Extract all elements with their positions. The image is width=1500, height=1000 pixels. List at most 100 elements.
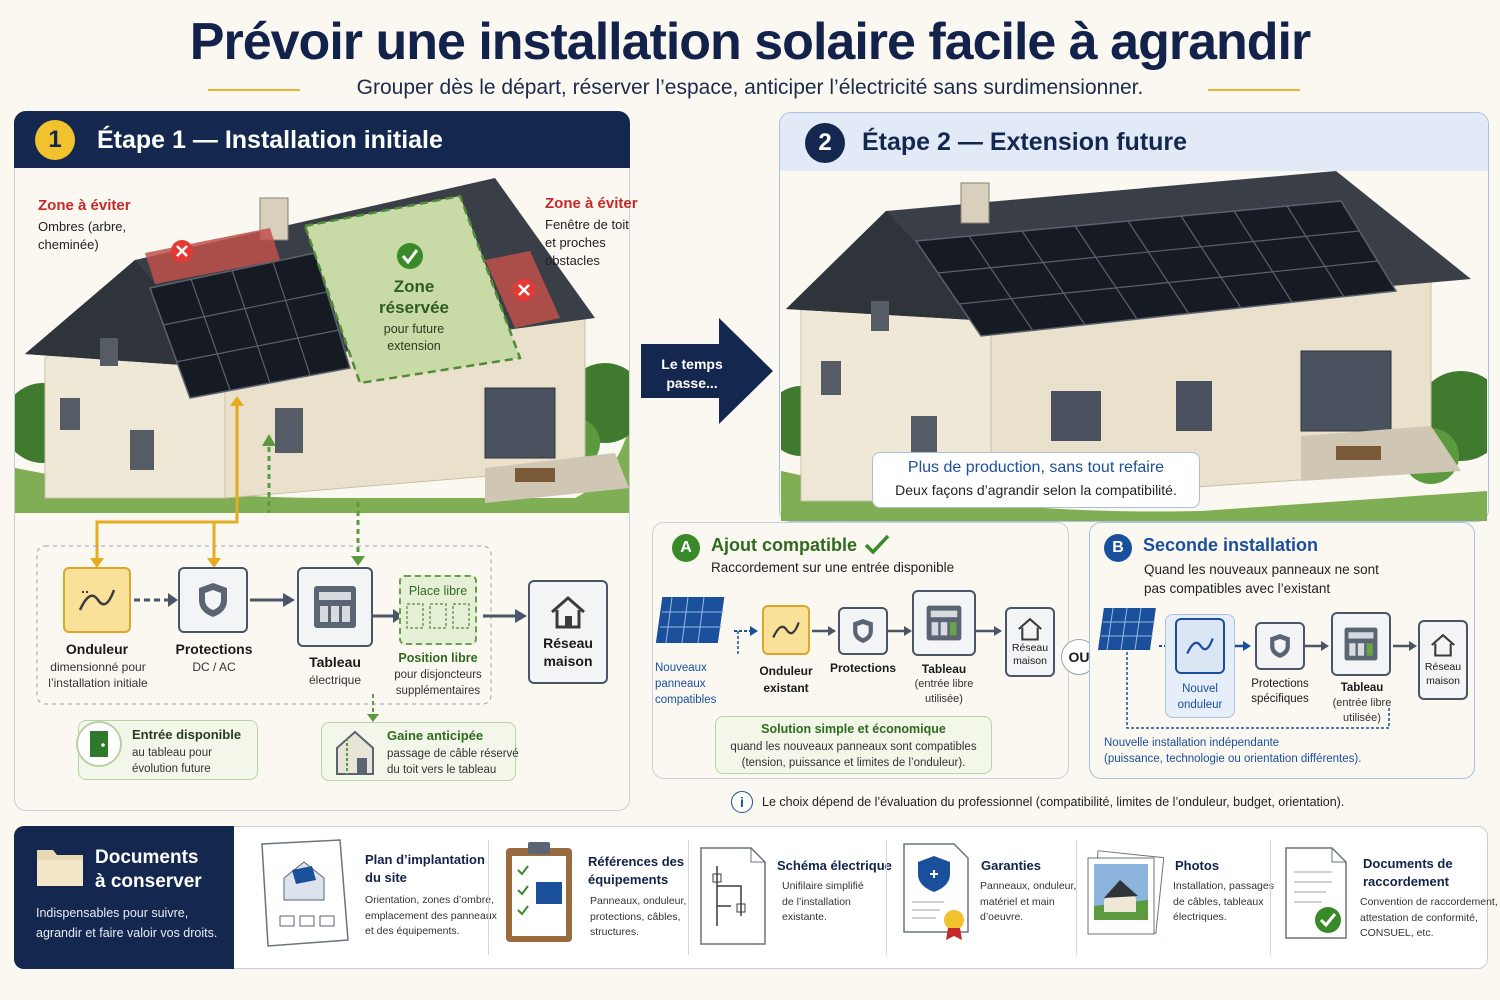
step2-callout	[872, 452, 1200, 508]
option-a-wiring	[655, 596, 1002, 655]
step2-callout-text: Deux façons d’agrandir selon la compatib…	[895, 482, 1177, 498]
zone-avoid-left-title: Zone à éviter	[38, 197, 131, 214]
check-icon	[864, 534, 890, 555]
zone-avoid-left-text: Ombres (arbre,cheminée)	[38, 219, 127, 252]
option-a-solution-text: quand les nouveaux panneaux sont compati…	[730, 741, 977, 769]
step1-number-badge: 1	[35, 120, 75, 160]
option-a-solution-title: Solution simple et économique	[761, 722, 946, 736]
empty-slots-icon	[406, 603, 470, 629]
step2-title: Étape 2 — Extension future	[862, 128, 1188, 156]
doc-separator	[488, 840, 489, 955]
house-icon	[1018, 617, 1042, 641]
inverter-icon	[1186, 638, 1214, 654]
initial-house-illustration	[15, 168, 629, 513]
doc-6-desc: Convention de raccordement,attestation d…	[1360, 896, 1498, 939]
electrical-panel-icon	[314, 586, 356, 628]
subtitle-rule-left	[208, 89, 300, 91]
doc-1-desc: Orientation, zones d’ombre,emplacement d…	[365, 894, 497, 937]
doc-5-title: Photos	[1175, 858, 1220, 873]
option-a-protections-label: Protections	[829, 661, 896, 675]
schematic-icon	[700, 847, 766, 945]
step2-callout-title: Plus de production, sans tout refaire	[907, 459, 1165, 476]
photos-icon	[1087, 850, 1164, 935]
documents-header	[14, 826, 234, 969]
reserved-zone-label: Zone réservée pour future extension	[379, 277, 449, 353]
step1-wiring	[36, 500, 527, 722]
doc-separator	[1270, 840, 1271, 955]
subtitle-rule-right	[1208, 89, 1300, 91]
connection-doc-icon	[1285, 847, 1347, 939]
folder-icon	[37, 850, 83, 886]
site-plan-icon	[261, 839, 349, 947]
option-b-note: Nouvelle installation indépendante(puiss…	[1104, 737, 1362, 765]
shield-icon	[199, 583, 227, 617]
option-b-inverter-box	[1175, 618, 1225, 674]
info-icon: i	[731, 791, 753, 813]
step1-title: Étape 1 — Installation initiale	[97, 126, 443, 154]
zone-avoid-right-title: Zone à éviter	[545, 195, 638, 212]
option-a-protections-box	[838, 607, 888, 655]
option-b-wiring	[1097, 607, 1417, 729]
place-libre-title: Position libre	[398, 651, 478, 665]
protections-desc: DC / AC	[192, 660, 236, 674]
option-a-badge: A	[672, 534, 700, 562]
info-text: Le choix dépend de l’évaluation du profe…	[762, 795, 1345, 809]
doc-separator	[886, 840, 887, 955]
tableau-label: Tableau	[309, 654, 361, 670]
house-icon	[551, 596, 585, 629]
onduleur-label: Onduleur	[65, 641, 129, 657]
house-icon	[1431, 633, 1455, 657]
option-b-protections-box	[1255, 622, 1305, 670]
page-subtitle: Grouper dès le départ, réserver l’espace…	[356, 76, 1144, 99]
inverter-icon	[772, 622, 800, 638]
onduleur-box	[63, 567, 131, 633]
shield-icon	[1270, 634, 1290, 658]
electrical-panel-icon	[926, 605, 962, 641]
protections-box	[178, 567, 248, 633]
doc-separator	[688, 840, 689, 955]
option-a-tableau-box	[912, 590, 976, 656]
inverter-icon	[78, 589, 116, 611]
electrical-panel-icon	[1344, 627, 1378, 661]
tableau-desc: électrique	[308, 673, 362, 687]
gaine-title: Gaine anticipée	[387, 728, 484, 743]
doc-separator	[1076, 840, 1077, 955]
option-a-inverter-box	[762, 605, 810, 655]
step2-number-badge: 2	[805, 123, 845, 163]
option-a-title: Ajout compatible	[711, 535, 858, 555]
page-title: Prévoir une installation solaire facile …	[189, 13, 1311, 71]
entree-title: Entrée disponible	[132, 727, 242, 742]
shield-icon	[853, 619, 873, 643]
option-b-title: Seconde installation	[1143, 535, 1319, 555]
option-a-subtitle: Raccordement sur une entrée disponible	[711, 560, 955, 575]
conduit-house-icon	[336, 730, 374, 775]
doc-4-title: Garanties	[981, 858, 1041, 873]
step1-header	[14, 111, 630, 168]
option-b-tableau-box	[1331, 612, 1391, 676]
time-passes-arrow	[641, 318, 773, 424]
place-libre-box: Place libre	[399, 575, 477, 645]
tableau-box	[297, 567, 373, 647]
documents-desc: Indispensables pour suivre,agrandir et f…	[36, 906, 218, 940]
